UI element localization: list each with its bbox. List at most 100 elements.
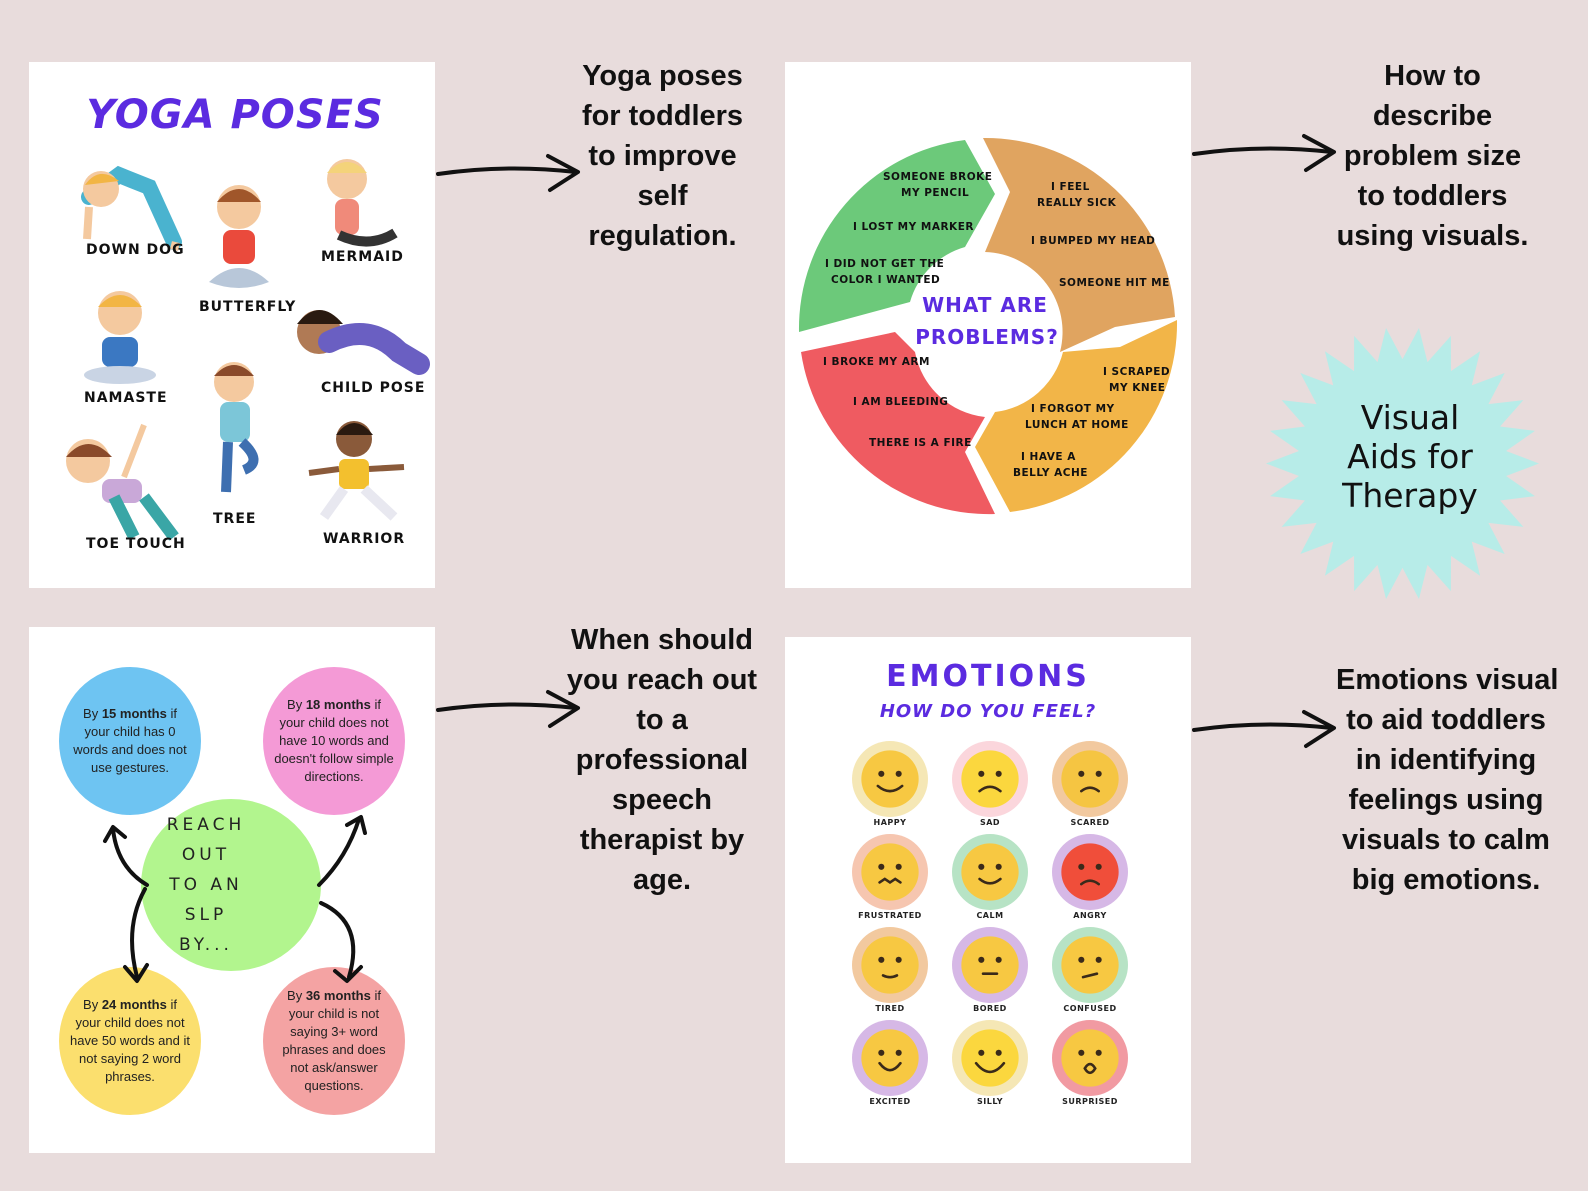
yoga-poses-card: YOGA POSES <box>29 62 435 588</box>
emotions-subtitle: HOW DO YOU FEEL? <box>879 701 1097 722</box>
emotion-label: EXCITED <box>869 1097 911 1106</box>
emotion-label: ANGRY <box>1073 911 1107 920</box>
emotion-label: HAPPY <box>873 818 907 827</box>
emotion-label: TIRED <box>875 1004 905 1013</box>
emoji-icon <box>1052 834 1128 910</box>
wheel-segment-yellow <box>975 320 1178 512</box>
emotion-scared: SCARED <box>1047 741 1133 827</box>
kid-tree <box>214 362 259 493</box>
wheel-segment-green <box>798 140 995 332</box>
emoji-icon <box>852 741 928 817</box>
emoji-icon <box>952 741 1028 817</box>
slp-card: By 15 months if your child has 0 words a… <box>29 627 435 1153</box>
emotions-card: EMOTIONS HOW DO YOU FEEL? HAPPY SAD SCARED… <box>785 637 1191 1163</box>
emotion-label: CALM <box>976 911 1004 920</box>
wheel-segment-orange <box>983 137 1175 352</box>
emotion-excited: EXCITED <box>847 1020 933 1106</box>
emoji-icon <box>1052 1020 1128 1096</box>
orange-text-3: I BUMPED MY HEAD <box>1031 235 1155 247</box>
yellow-text-1: I SCRAPED <box>1103 366 1170 378</box>
emotion-frustrated: FRUSTRATED <box>847 834 933 920</box>
bubble-24-months: By 24 months if your child does not have… <box>59 967 201 1115</box>
emoji-icon <box>852 927 928 1003</box>
kid-toe-touch <box>66 423 179 541</box>
kid-mermaid <box>327 159 398 247</box>
yellow-text-3: I FORGOT MY <box>1031 403 1115 415</box>
emotion-label: SILLY <box>977 1097 1003 1106</box>
arrow-right-icon <box>436 690 580 728</box>
emoji-icon <box>852 1020 928 1096</box>
emoji-icon <box>852 834 928 910</box>
yellow-text-6: BELLY ACHE <box>1013 467 1088 479</box>
yellow-text-5: I HAVE A <box>1021 451 1076 463</box>
emotion-tired: TIRED <box>847 927 933 1013</box>
pose-label-mermaid: MERMAID <box>321 249 404 265</box>
pose-label-namaste: NAMASTE <box>84 390 168 406</box>
emotions-title: EMOTIONS <box>886 659 1090 694</box>
pose-label-child-pose: CHILD POSE <box>321 380 426 396</box>
yoga-title: YOGA POSES <box>86 92 384 138</box>
arrow-right-icon <box>436 154 580 192</box>
pose-label-butterfly: BUTTERFLY <box>199 299 297 315</box>
emotion-angry: ANGRY <box>1047 834 1133 920</box>
kid-down-dog <box>81 165 182 251</box>
yoga-kids-illustration <box>66 159 430 541</box>
kid-namaste <box>84 291 156 384</box>
emotion-surprised: SURPRISED <box>1047 1020 1133 1106</box>
emotion-sad: SAD <box>947 741 1033 827</box>
emotion-calm: CALM <box>947 834 1033 920</box>
wheel-center-line-2: PROBLEMS? <box>915 325 1059 349</box>
kid-child-pose <box>297 310 430 375</box>
green-text-4: I DID NOT GET THE <box>825 258 944 270</box>
green-text-1: SOMEONE BROKE <box>883 171 992 183</box>
bubble-15-months: By 15 months if your child has 0 words a… <box>59 667 201 815</box>
emotion-label: BORED <box>973 1004 1007 1013</box>
wheel-center-line-1: WHAT ARE <box>922 293 1048 317</box>
green-text-5: COLOR I WANTED <box>831 274 940 286</box>
emotion-label: CONFUSED <box>1063 1004 1117 1013</box>
emotion-confused: CONFUSED <box>1047 927 1133 1013</box>
pose-label-tree: TREE <box>213 511 257 527</box>
arrow-right-icon <box>1192 134 1336 172</box>
wheel-segment-red <box>801 332 995 515</box>
starburst-badge <box>1266 328 1539 599</box>
red-text-2: I AM BLEEDING <box>853 396 948 408</box>
orange-text-1: I FEEL <box>1051 181 1090 193</box>
emotion-label: SURPRISED <box>1062 1097 1118 1106</box>
green-text-3: I LOST MY MARKER <box>853 221 974 233</box>
kid-warrior <box>308 421 405 521</box>
emoji-icon <box>952 1020 1028 1096</box>
emoji-icon <box>1052 927 1128 1003</box>
kid-butterfly <box>209 185 269 288</box>
emotion-label: SCARED <box>1070 818 1110 827</box>
arrow-right-icon <box>1192 710 1336 748</box>
red-text-1: I BROKE MY ARM <box>823 356 930 368</box>
emotion-label: SAD <box>979 818 1001 827</box>
pose-label-toe-touch: TOE TOUCH <box>86 536 186 552</box>
pose-label-warrior: WARRIOR <box>323 531 406 547</box>
problems-wheel: SOMEONE BROKE MY PENCIL I LOST MY MARKER… <box>798 137 1178 515</box>
bubble-18-months: By 18 months if your child does not have… <box>263 667 405 815</box>
emoji-icon <box>1052 741 1128 817</box>
emotion-label: FRUSTRATED <box>858 911 922 920</box>
red-text-3: THERE IS A FIRE <box>869 437 972 449</box>
yellow-text-2: MY KNEE <box>1109 382 1165 394</box>
problems-card: SOMEONE BROKE MY PENCIL I LOST MY MARKER… <box>785 62 1191 588</box>
emotion-bored: BORED <box>947 927 1033 1013</box>
orange-text-4: SOMEONE HIT ME <box>1059 277 1170 289</box>
orange-text-2: REALLY SICK <box>1037 197 1117 209</box>
emoji-icon <box>952 927 1028 1003</box>
emotion-happy: HAPPY <box>847 741 933 827</box>
slp-connector-arrows <box>103 815 367 983</box>
bubble-36-months: By 36 months if your child is not saying… <box>263 967 405 1115</box>
emoji-icon <box>952 834 1028 910</box>
emotion-silly: SILLY <box>947 1020 1033 1106</box>
pose-label-down-dog: DOWN DOG <box>86 242 185 258</box>
yellow-text-4: LUNCH AT HOME <box>1025 419 1129 431</box>
